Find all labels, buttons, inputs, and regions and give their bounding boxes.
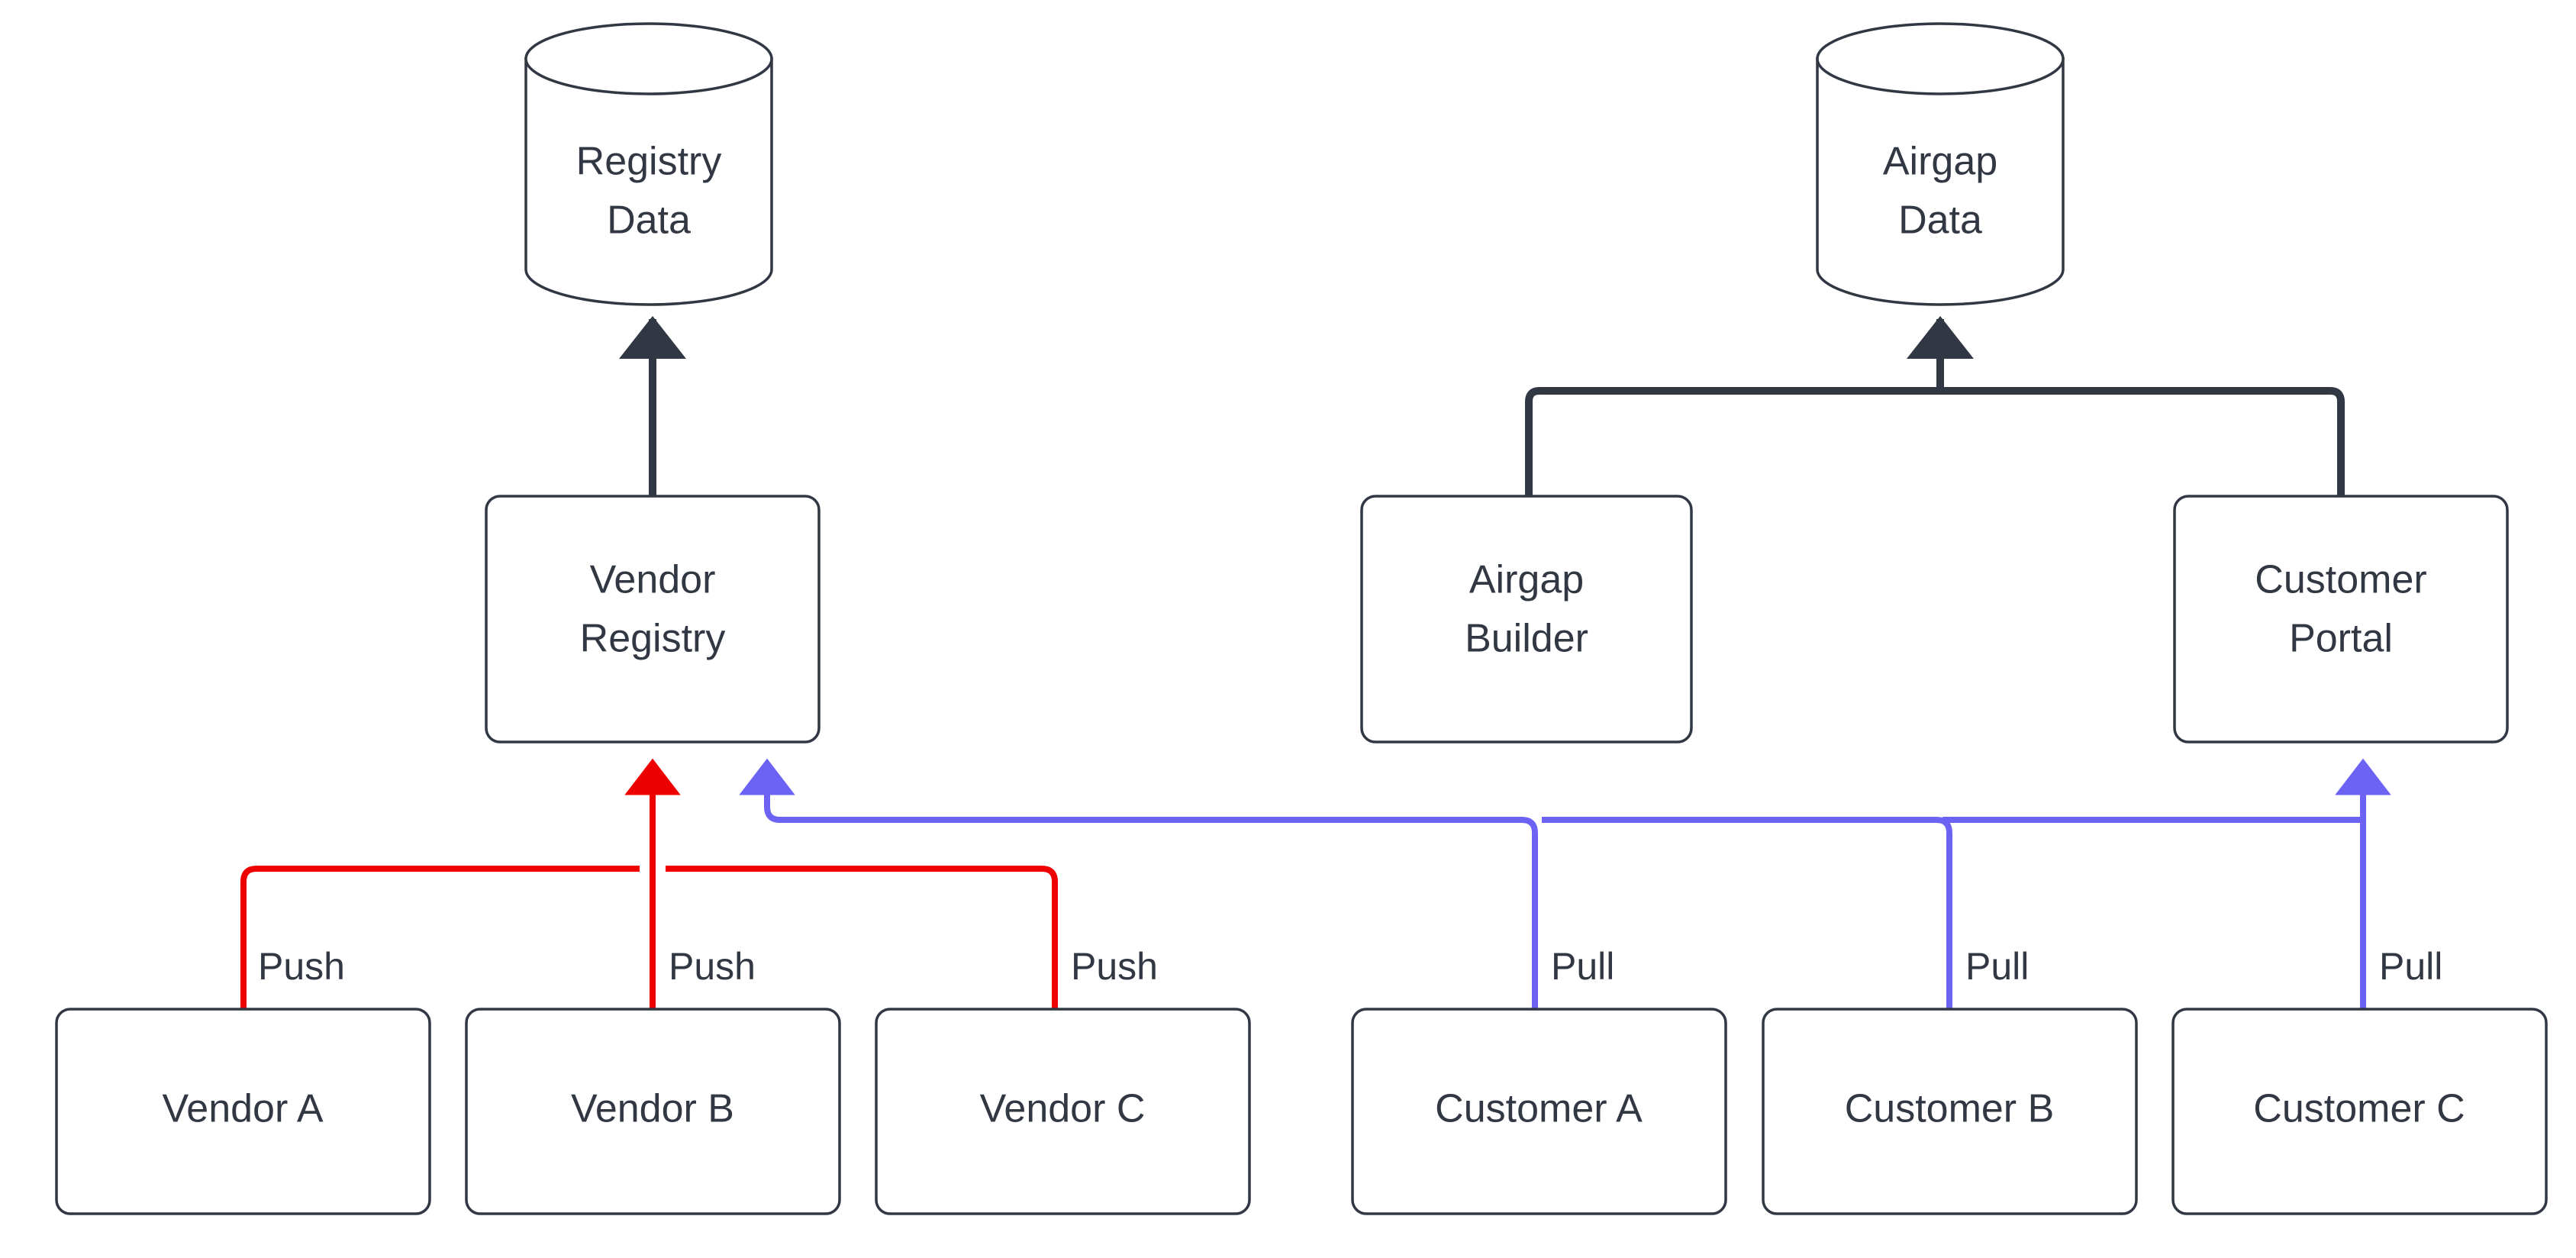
edge-customer-a-pull xyxy=(780,817,1538,1009)
edge-label-customer-b-pull: Pull xyxy=(1965,945,2029,988)
edge-label-vendor-c-push: Push xyxy=(1071,945,1158,988)
service-customer-portal[interactable]: Customer Portal xyxy=(2173,495,2509,744)
actor-vendor-c-label: Vendor C xyxy=(980,1087,1146,1131)
service-vendor-registry[interactable]: Vendor Registry xyxy=(485,495,821,744)
service-customer-portal-line1: Customer xyxy=(2255,558,2426,602)
actor-customer-b-label: Customer B xyxy=(1845,1087,2055,1131)
datastore-airgap-data[interactable]: Airgap Data xyxy=(1816,22,2065,306)
actor-vendor-a-label: Vendor A xyxy=(162,1087,323,1131)
service-airgap-builder[interactable]: Airgap Builder xyxy=(1360,495,1693,744)
actor-customer-c-label: Customer C xyxy=(2253,1087,2465,1131)
edge-customer-portal-to-airgap-data xyxy=(1940,387,2345,496)
edge-label-customer-a-pull: Pull xyxy=(1551,945,1614,988)
actor-vendor-a[interactable]: Vendor A xyxy=(55,1008,431,1215)
edge-customer-b-pull xyxy=(1542,817,1952,1009)
edge-label-vendor-a-push: Push xyxy=(258,945,345,988)
actor-vendor-c[interactable]: Vendor C xyxy=(875,1008,1251,1215)
service-vendor-registry-line2: Registry xyxy=(580,617,726,661)
actor-vendor-b[interactable]: Vendor B xyxy=(465,1008,841,1215)
edge-vendor-a-push xyxy=(240,866,640,1009)
datastore-registry-data-line2: Data xyxy=(607,198,691,243)
actor-customer-c[interactable]: Customer C xyxy=(2171,1008,2548,1215)
actor-customer-b[interactable]: Customer B xyxy=(1762,1008,2138,1215)
datastore-registry-data[interactable]: Registry Data xyxy=(524,22,773,306)
edge-label-customer-c-pull: Pull xyxy=(2379,945,2442,988)
actor-customer-a[interactable]: Customer A xyxy=(1351,1008,1727,1215)
service-airgap-builder-line2: Builder xyxy=(1465,617,1588,661)
datastore-registry-data-line1: Registry xyxy=(576,140,722,184)
edge-vendor-c-push xyxy=(666,866,1058,1009)
datastore-airgap-data-line2: Data xyxy=(1898,198,1982,243)
edge-airgap-builder-to-airgap-data xyxy=(1525,387,1940,496)
service-customer-portal-line2: Portal xyxy=(2289,617,2393,661)
edge-customer-c-pull xyxy=(1942,758,2391,1009)
service-vendor-registry-line1: Vendor xyxy=(590,558,716,602)
service-airgap-builder-line1: Airgap xyxy=(1469,558,1584,602)
edge-pull-bus-to-vendor-registry xyxy=(739,758,795,823)
actor-customer-a-label: Customer A xyxy=(1435,1087,1643,1131)
edge-label-vendor-b-push: Push xyxy=(669,945,756,988)
actor-vendor-b-label: Vendor B xyxy=(571,1087,734,1131)
datastore-airgap-data-line1: Airgap xyxy=(1883,140,1997,184)
